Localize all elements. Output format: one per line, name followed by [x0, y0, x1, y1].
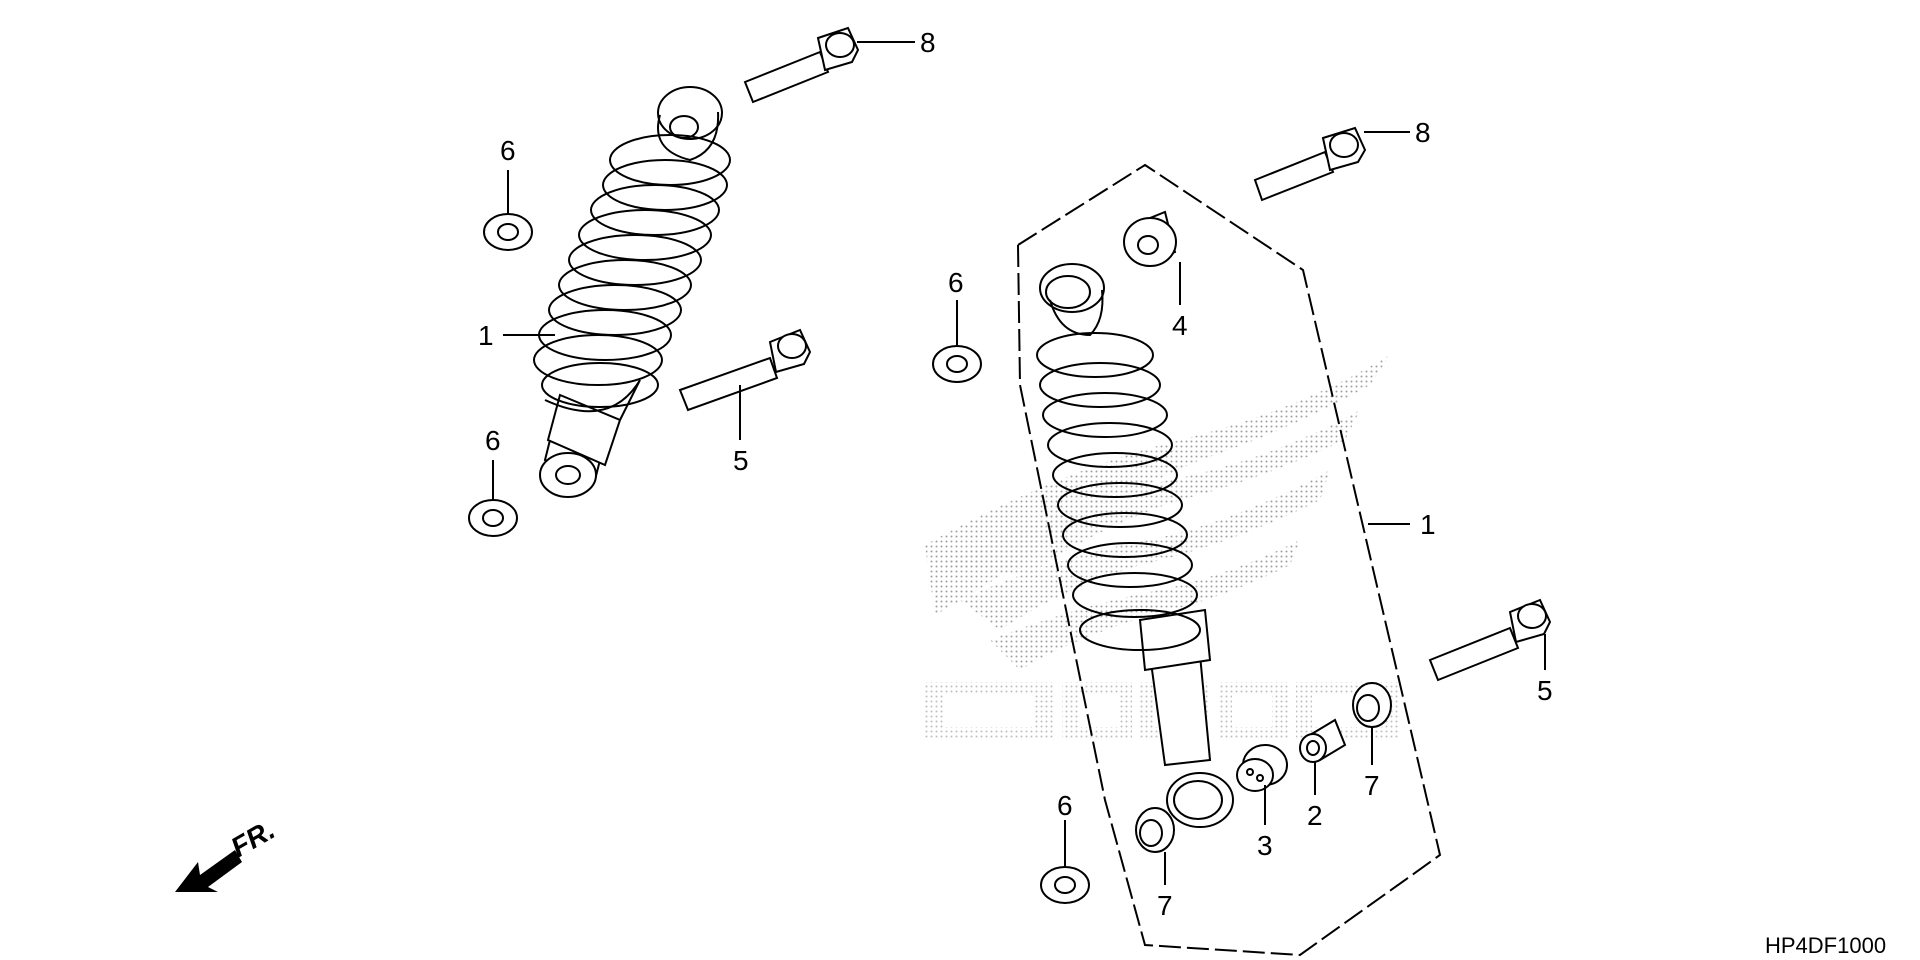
front-direction-arrow: FR. [175, 814, 280, 892]
label-seal-left: 7 [1157, 890, 1173, 921]
label-nut-left-upper: 6 [500, 135, 516, 166]
bolt-top-right [1253, 126, 1367, 202]
right-spring [1036, 332, 1201, 651]
bolt-left [678, 328, 812, 412]
leader-lines [492, 41, 1546, 885]
callout-labels: 8 8 6 6 1 5 6 4 1 5 6 7 3 2 7 [478, 27, 1553, 921]
bolt-right [1428, 598, 1552, 682]
label-collar: 2 [1307, 800, 1323, 831]
collar [1299, 718, 1347, 763]
seal-left [1135, 807, 1175, 853]
label-nut-left-lower: 6 [485, 425, 501, 456]
label-nut-mid-lower: 6 [1057, 790, 1073, 821]
label-seal-right: 7 [1364, 770, 1380, 801]
arrow-left-down-icon [175, 850, 242, 892]
label-upper-bushing: 4 [1172, 310, 1188, 341]
nut-left-upper [483, 213, 533, 251]
right-shock-absorber [1036, 263, 1234, 828]
assembly-boundary [1016, 163, 1442, 957]
label-bolt-top-right: 8 [1415, 117, 1431, 148]
nut-mid-upper [932, 345, 982, 383]
label-bushing: 3 [1257, 830, 1273, 861]
label-nut-mid-upper: 6 [948, 267, 964, 298]
label-bolt-top-left: 8 [920, 27, 936, 58]
label-shock-right: 1 [1420, 509, 1436, 540]
upper-bushing [1123, 210, 1177, 267]
nut-mid-lower [1040, 866, 1090, 904]
left-shock-absorber [533, 86, 731, 498]
label-bolt-right: 5 [1537, 675, 1553, 706]
seal-right [1352, 682, 1392, 728]
lower-bushing [1236, 744, 1288, 792]
left-spring [533, 134, 731, 408]
label-bolt-left: 5 [733, 445, 749, 476]
label-shock-left: 1 [478, 320, 494, 351]
nut-left-lower [468, 499, 518, 537]
diagram-code: HP4DF1000 [1765, 933, 1886, 958]
bolt-top-left [743, 26, 860, 104]
